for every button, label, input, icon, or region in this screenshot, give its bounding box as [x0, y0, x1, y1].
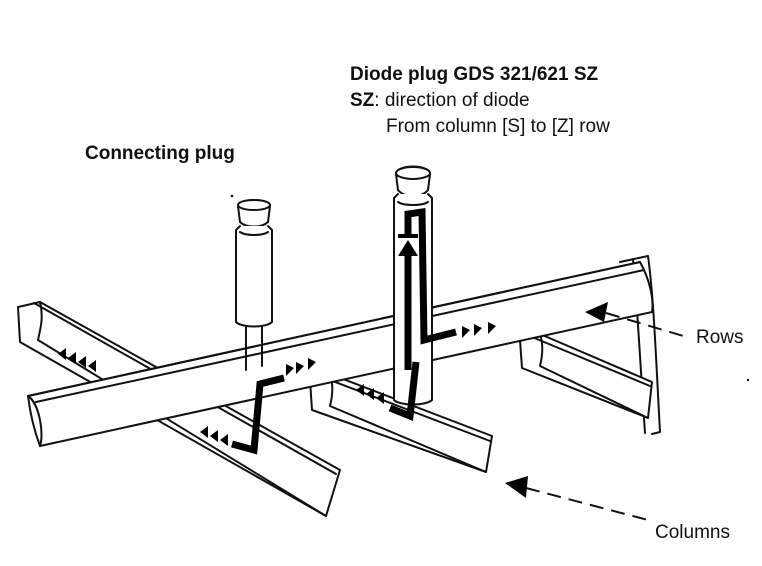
connecting-plug-title: Connecting plug: [85, 143, 235, 164]
rows-label: Rows: [696, 327, 744, 348]
diode-from-text: From column [S] to [Z] row: [386, 116, 610, 137]
sz-text: : direction of diode: [374, 90, 530, 111]
sz-prefix: SZ: [350, 90, 375, 111]
rows-leader-line: [605, 312, 691, 339]
direction-arrows-icon: [58, 302, 608, 498]
diode-plug-title: Diode plug GDS 321/621 SZ: [350, 64, 599, 85]
diode-direction-line: SZ: direction of diode: [350, 90, 530, 113]
column-bar-3: [519, 333, 653, 419]
column-path: [388, 361, 420, 421]
columns-leader-line: [525, 487, 649, 521]
current-paths: [231, 207, 457, 455]
connecting-plug-icon: [235, 199, 273, 371]
rows-pointer-head: [585, 302, 608, 322]
row-bar-front: [27, 261, 654, 447]
diode-symbol-icon: [398, 234, 418, 256]
columns-pointer-head: [505, 476, 528, 498]
connecting-path: [231, 374, 285, 455]
columns-label: Columns: [655, 522, 730, 543]
row-path: [404, 207, 457, 345]
